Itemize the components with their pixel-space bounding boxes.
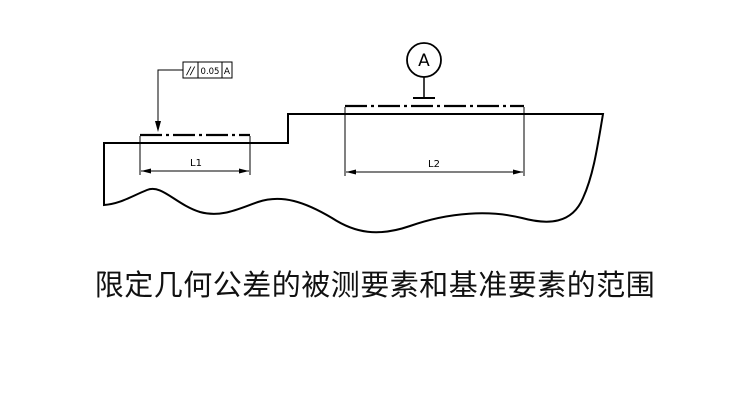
tolerance-value: 0.05: [201, 67, 220, 77]
l2-label: L2: [428, 159, 440, 170]
l2-arrow-left: [346, 169, 356, 175]
tolerance-datum-ref: A: [224, 67, 231, 77]
l1-label: L1: [190, 158, 202, 169]
tolerance-frame: // 0.05 A: [182, 61, 233, 79]
leader-line: [157, 69, 183, 122]
l1-arrow-left: [141, 168, 151, 174]
figure-caption: 限定几何公差的被测要素和基准要素的范围: [94, 268, 656, 302]
datum-symbol: A: [406, 42, 442, 99]
leader-arrow: [155, 121, 161, 132]
engineering-drawing: L1 L2 // 0.05 A A: [103, 42, 605, 234]
l1-arrow-right: [239, 168, 249, 174]
datum-letter: A: [418, 51, 430, 71]
part-outline: [103, 113, 605, 234]
l2-arrow-right: [513, 169, 523, 175]
parallelism-symbol: //: [186, 65, 196, 78]
